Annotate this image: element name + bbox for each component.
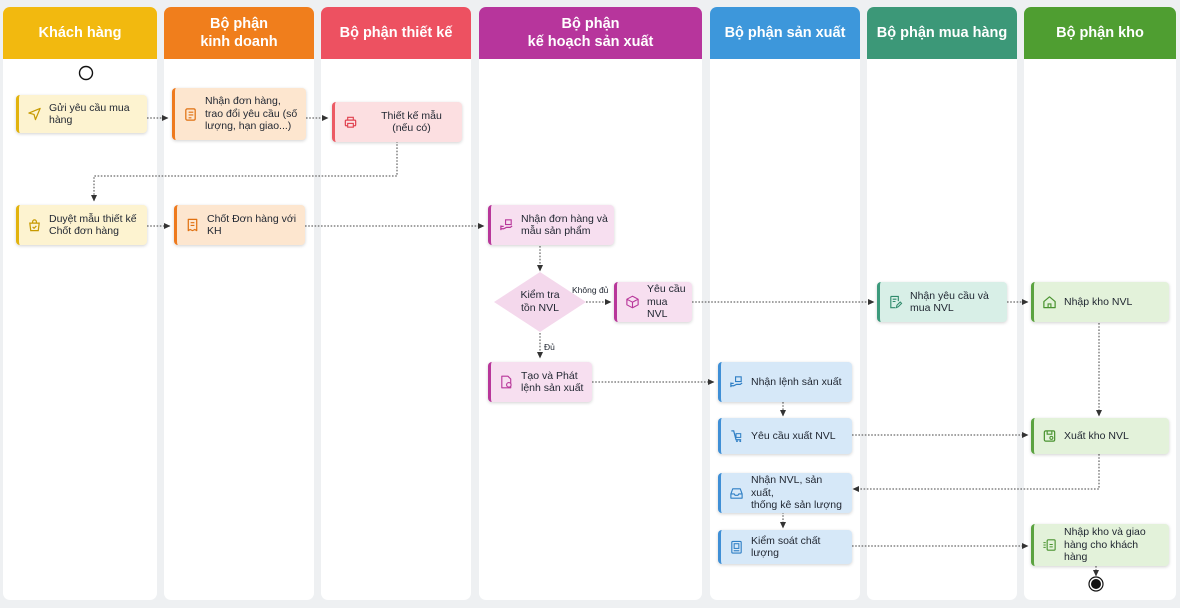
edge-label-sufficient: Đủ [544, 342, 555, 352]
node-quality-control[interactable]: Kiểm soát chất lượng [718, 530, 852, 564]
node-label: Tạo và Phát lệnh sản xuất [521, 369, 584, 395]
node-warehouse-deliver[interactable]: Nhập kho và giao hàng cho khách hàng [1031, 524, 1169, 566]
storage-icon [1042, 429, 1057, 444]
lane-header-sales: Bộ phận kinh doanh [164, 7, 314, 59]
node-label: Nhận NVL, sản xuất, thống kê sản lượng [751, 474, 842, 512]
node-approve-sample[interactable]: Duyệt mẫu thiết kế Chốt đơn hàng [16, 205, 147, 245]
node-create-order[interactable]: Tạo và Phát lệnh sản xuất [488, 362, 592, 402]
receipt-icon [185, 218, 200, 233]
lane-title: Bộ phận kinh doanh [200, 16, 278, 50]
node-receive-purchase-request[interactable]: Nhận yêu cầu và mua NVL [877, 282, 1007, 322]
edge-warehouseout-to-receive [852, 454, 1100, 492]
hand-box-icon [729, 375, 744, 390]
node-warehouse-in[interactable]: Nhập kho NVL [1031, 282, 1169, 322]
node-receive-material[interactable]: Nhận NVL, sản xuất, thống kê sản lượng [718, 473, 852, 513]
node-receive-order[interactable]: Nhận đơn hàng, trao đổi yêu cầu (số lượn… [172, 88, 306, 140]
node-receive-order-sample[interactable]: Nhận đơn hàng và mẫu sản phẩm [488, 205, 614, 245]
edge-design-to-approve [91, 141, 398, 202]
note-edit-icon [888, 295, 903, 310]
bag-check-icon [27, 218, 42, 233]
edge-label-insufficient: Không đủ [572, 285, 609, 295]
document-gear-icon [499, 375, 514, 390]
node-close-order[interactable]: Chốt Đơn hàng với KH [174, 205, 305, 245]
node-label: Yêu cầu mua NVL [647, 283, 686, 321]
node-warehouse-out[interactable]: Xuất kho NVL [1031, 418, 1169, 454]
send-icon [27, 107, 42, 122]
lane-header-production: Bộ phận sản xuất [710, 7, 860, 59]
node-label: Nhận yêu cầu và mua NVL [910, 289, 989, 315]
node-label: Thiết kế mẫu (nếu có) [381, 109, 442, 135]
inbox-icon [729, 486, 744, 501]
lane-title: Khách hàng [38, 25, 122, 41]
node-label: Duyệt mẫu thiết kế Chốt đơn hàng [49, 212, 137, 238]
lane-title: Bộ phận thiết kế [339, 25, 453, 41]
home-icon [1042, 295, 1057, 310]
end-node [1091, 579, 1101, 589]
node-design-sample[interactable]: Thiết kế mẫu (nếu có) [332, 102, 462, 142]
node-request-material[interactable]: Yêu cầu xuất NVL [718, 418, 852, 454]
lane-header-warehouse: Bộ phận kho [1024, 7, 1176, 59]
node-send-request[interactable]: Gửi yêu cầu mua hàng [16, 95, 147, 133]
decision-diamond [494, 272, 586, 332]
start-node [78, 65, 94, 81]
lane-title: Bộ phận mua hàng [876, 25, 1008, 41]
box-icon [625, 295, 640, 310]
hand-box-icon [499, 218, 514, 233]
node-label: Kiểm soát chất lượng [751, 534, 821, 560]
node-label: Xuất kho NVL [1064, 429, 1129, 442]
decision-label: Kiểm tra tồn NVL [520, 289, 560, 314]
node-label: Nhập kho NVL [1064, 295, 1133, 308]
lane-title: Bộ phận sản xuất [724, 25, 846, 41]
node-label: Gửi yêu cầu mua hàng [49, 101, 130, 127]
cart-icon [729, 429, 744, 444]
lane-header-design: Bộ phận thiết kế [321, 7, 471, 59]
node-label: Nhập kho và giao hàng cho khách hàng [1064, 526, 1146, 564]
node-label: Nhận đơn hàng, trao đổi yêu cầu (số lượn… [205, 95, 298, 133]
node-label: Nhận đơn hàng và mẫu sản phẩm [521, 212, 608, 238]
lane-title: Bộ phận kế hoạch sản xuất [527, 16, 654, 50]
lane-title: Bộ phận kho [1056, 25, 1144, 41]
clipboard-list-icon [183, 107, 198, 122]
lane-header-planning: Bộ phận kế hoạch sản xuất [479, 7, 702, 59]
node-label: Nhận lệnh sản xuất [751, 375, 842, 388]
clipboard-check-icon [729, 540, 744, 555]
lane-header-customer: Khách hàng [3, 7, 157, 59]
node-label: Chốt Đơn hàng với KH [207, 212, 297, 238]
printer-icon [343, 115, 358, 130]
node-label: Yêu cầu xuất NVL [751, 429, 836, 442]
lane-header-purchasing: Bộ phận mua hàng [867, 7, 1017, 59]
node-receive-prod-order[interactable]: Nhận lệnh sản xuất [718, 362, 852, 402]
node-request-purchase[interactable]: Yêu cầu mua NVL [614, 282, 692, 322]
delivery-box-icon [1042, 538, 1057, 553]
